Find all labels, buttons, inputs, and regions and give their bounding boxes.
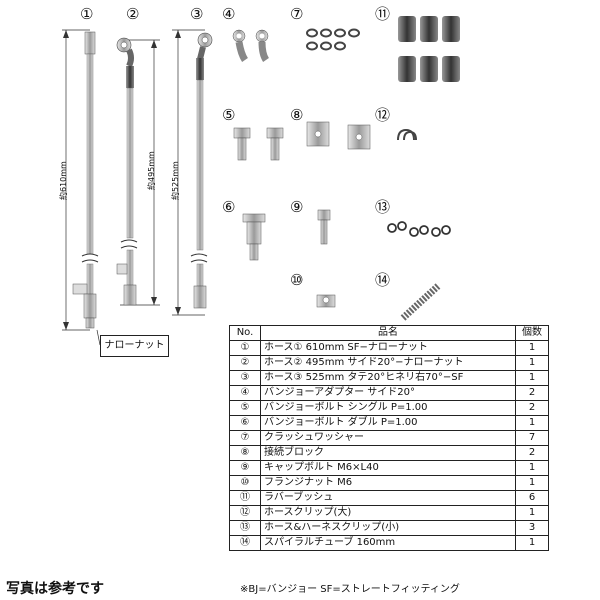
hose-2 [116, 37, 160, 306]
cap-bolt [317, 209, 331, 245]
row-name: バンジョーアダプター サイド20° [260, 385, 516, 401]
row-name: ホース&ハーネスクリップ(小) [260, 520, 516, 536]
hose-1 [62, 29, 99, 331]
item-number-1: ① [80, 5, 94, 23]
table-header-row: No. 品名 個数 [229, 325, 549, 341]
row-qty: 1 [515, 505, 549, 521]
row-no: ⑫ [229, 505, 261, 521]
item-number-6: ⑥ [222, 198, 236, 216]
row-qty: 1 [515, 370, 549, 386]
abbreviation-note: ※BJ=バンジョー SF=ストレートフィッティング [240, 584, 460, 595]
row-no: ⑧ [229, 445, 261, 461]
row-qty: 1 [515, 355, 549, 371]
connection-blocks [306, 121, 371, 150]
row-no: ⑬ [229, 520, 261, 536]
row-qty: 1 [515, 460, 549, 476]
header-name: 品名 [260, 325, 516, 341]
item-number-11: ⑪ [375, 5, 391, 23]
row-name: バンジョーボルト ダブル P=1.00 [260, 415, 516, 431]
row-no: ④ [229, 385, 261, 401]
item-number-8: ⑧ [290, 106, 304, 124]
item-number-3: ③ [190, 5, 204, 23]
item-number-7: ⑦ [290, 5, 304, 23]
flange-nut [316, 294, 336, 308]
crush-washers [306, 28, 360, 51]
item-number-2: ② [126, 5, 140, 23]
row-name: クラッシュワッシャー [260, 430, 516, 446]
row-no: ⑩ [229, 475, 261, 491]
row-no: ③ [229, 370, 261, 386]
header-qty: 個数 [515, 325, 549, 341]
hose-1-length: 約610mm [59, 161, 68, 200]
hose-harness-clips [387, 221, 451, 237]
item-number-5: ⑤ [222, 106, 236, 124]
row-no: ⑭ [229, 535, 261, 551]
row-no: ① [229, 340, 261, 356]
row-qty: 1 [515, 415, 549, 431]
banjo-adapters [232, 29, 270, 62]
row-no: ⑦ [229, 430, 261, 446]
rubber-bushes [398, 16, 460, 82]
row-qty: 3 [515, 520, 549, 536]
item-number-10: ⑩ [290, 271, 304, 289]
row-name: ホース③ 525mm タテ20°ヒネリ右70°−SF [260, 370, 516, 386]
row-name: ホース① 610mm SF−ナローナット [260, 340, 516, 356]
row-name: ラバーブッシュ [260, 490, 516, 506]
item-number-14: ⑭ [375, 271, 391, 289]
row-qty: 7 [515, 430, 549, 446]
row-no: ⑨ [229, 460, 261, 476]
header-no: No. [229, 325, 261, 341]
photo-reference-caption: 写真は参考です [6, 581, 104, 597]
row-no: ⑤ [229, 400, 261, 416]
row-qty: 2 [515, 385, 549, 401]
item-number-9: ⑨ [290, 198, 304, 216]
item-number-13: ⑬ [375, 198, 391, 216]
row-name: キャップボルト M6×L40 [260, 460, 516, 476]
item-number-12: ⑫ [375, 106, 391, 124]
hose-3-length: 約525mm [171, 161, 180, 200]
row-qty: 1 [515, 340, 549, 356]
row-qty: 2 [515, 445, 549, 461]
row-name: ホース② 495mm サイド20°−ナローナット [260, 355, 516, 371]
row-qty: 1 [515, 535, 549, 551]
row-no: ⑥ [229, 415, 261, 431]
row-name: スパイラルチューブ 160mm [260, 535, 516, 551]
hose-2-length: 約495mm [147, 151, 156, 190]
banjo-bolt-double [242, 213, 266, 261]
item-number-4: ④ [222, 5, 236, 23]
row-name: ホースクリップ(大) [260, 505, 516, 521]
banjo-bolts-single [233, 127, 284, 161]
row-name: フランジナット M6 [260, 475, 516, 491]
row-no: ⑪ [229, 490, 261, 506]
spiral-tube [400, 283, 441, 321]
row-name: バンジョーボルト シングル P=1.00 [260, 400, 516, 416]
row-no: ② [229, 355, 261, 371]
hose-clip-large [397, 128, 417, 141]
row-qty: 6 [515, 490, 549, 506]
row-qty: 1 [515, 475, 549, 491]
narrow-nut-label: ナローナット [100, 335, 169, 357]
row-name: 接続ブロック [260, 445, 516, 461]
row-qty: 2 [515, 400, 549, 416]
hose-3 [172, 29, 213, 316]
